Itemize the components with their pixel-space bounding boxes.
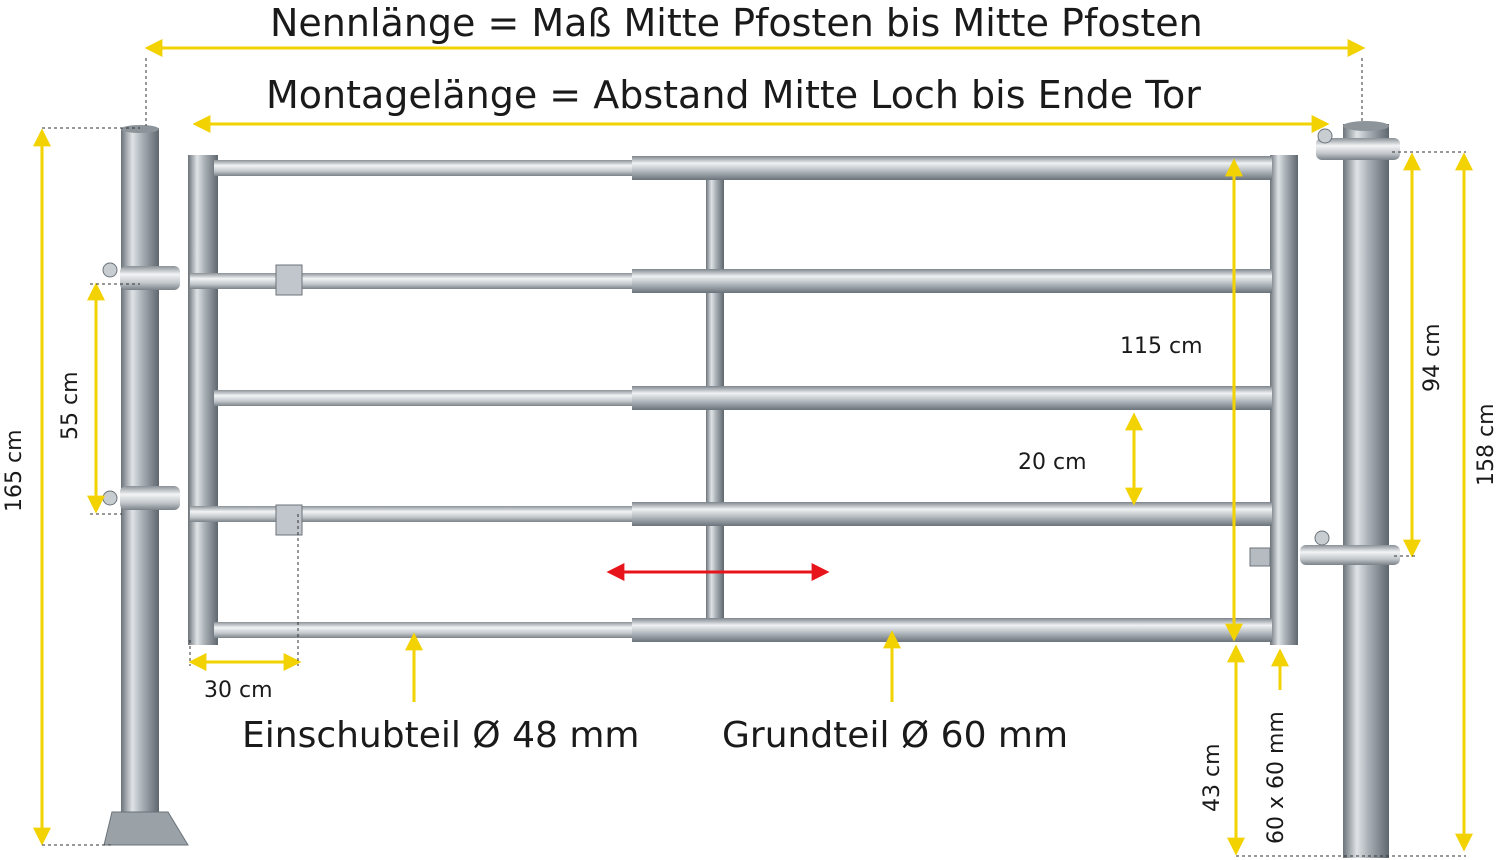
dimension-extension-lines: [42, 58, 1466, 857]
gate-rails: [190, 156, 1272, 642]
gate-right-stile: [1270, 155, 1298, 645]
mounting-length-label: Montagelänge = Abstand Mitte Loch bis En…: [266, 73, 1201, 117]
post-hinge-spacing-right-label: 94 cm: [1420, 323, 1445, 392]
ground-clearance-label: 43 cm: [1200, 743, 1225, 812]
dimension-lines: [33, 39, 1473, 856]
rail-spacing-label: 20 cm: [1018, 450, 1087, 475]
post-height-right-label: 158 cm: [1474, 403, 1499, 486]
gate-height-label: 115 cm: [1120, 334, 1203, 359]
insert-part-label: Einschubteil Ø 48 mm: [242, 715, 640, 756]
right-latch-lower: [1249, 530, 1400, 567]
right-post: [1343, 121, 1389, 858]
left-post: [103, 125, 189, 846]
left-hinge-upper: [102, 262, 180, 290]
hinge-spacing-left-label: 55 cm: [58, 371, 83, 440]
left-hinge-lower: [102, 486, 180, 510]
gate-left-stile: [188, 155, 218, 645]
base-part-label: Grundteil Ø 60 mm: [722, 715, 1069, 756]
overlap-length-label: 30 cm: [204, 678, 273, 703]
frame-profile-label: 60 x 60 mm: [1264, 711, 1289, 844]
nominal-length-label: Nennlänge = Maß Mitte Pfosten bis Mitte …: [270, 1, 1203, 45]
post-height-left-label: 165 cm: [2, 429, 27, 512]
